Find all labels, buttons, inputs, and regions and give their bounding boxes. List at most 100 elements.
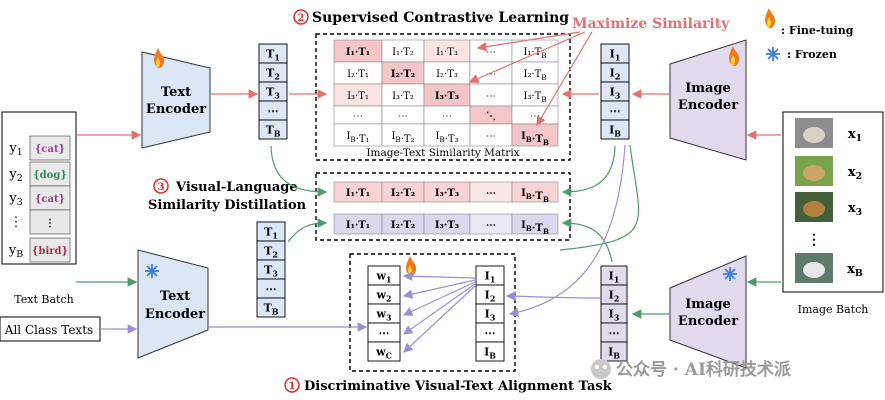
- image-vector-top-label: I3: [610, 86, 621, 101]
- matrix-cell-label: ⋯: [486, 69, 496, 80]
- matrix-cell-label: ⋯: [442, 111, 452, 122]
- feature-vectors: T1T2T3⋯TBI1I2I3⋯IBT1T2T3⋯TBw1w2w3⋯wCI1I2…: [256, 43, 630, 362]
- fire-icon: [406, 256, 417, 277]
- text-batch-symbol: yB: [8, 243, 23, 260]
- step1-title: 1 Discriminative Visual-Text Alignment T…: [284, 377, 613, 394]
- matrix-cell-label: IB·T₁: [346, 131, 369, 145]
- fire-icon: [765, 8, 776, 29]
- distill-cell: [511, 213, 559, 235]
- all-class-texts-label: All Class Texts: [4, 323, 93, 337]
- distill-cell-label: I₁·T₁: [346, 188, 370, 199]
- matrix-cell-label: ⋯: [486, 47, 496, 58]
- image-vector-top-label: IB: [609, 124, 621, 139]
- text-vector-top-label: T3: [266, 86, 280, 101]
- matrix-cell-label: I₃·TB: [523, 91, 546, 104]
- text-vector-top-label: T1: [266, 48, 280, 63]
- matrix-cell-label: I₃·T₂: [392, 91, 414, 102]
- distill-cell-label: I₂·T₂: [391, 220, 415, 231]
- text-vector-bottom-label: ⋯: [266, 283, 277, 296]
- batch-image-thumbnail: [795, 253, 833, 283]
- svg-text:Encoder: Encoder: [678, 98, 738, 113]
- all-class-texts-box: [0, 316, 101, 342]
- batch-image-thumbnail: [795, 118, 833, 148]
- text-batch-symbol: y1: [8, 141, 22, 158]
- distill-cell-label: ⋯: [486, 188, 496, 199]
- image-vector-bottom-label: I2: [609, 289, 620, 304]
- distill-cell-label: I₂·T₂: [391, 188, 415, 199]
- watermark-text: 公众号 · AI科研技术派: [616, 359, 792, 380]
- text-batch-symbol: ⋮: [10, 215, 23, 230]
- distill-cell-label: I₃·T₃: [435, 220, 459, 231]
- matrix-cell-label: I₁·T₂: [392, 47, 414, 58]
- image-vector-bottom-label: I1: [609, 270, 620, 285]
- svg-text:1: 1: [289, 381, 296, 392]
- matrix-cell-label: ⋯: [486, 91, 496, 102]
- matrix-cell-label: ⋱: [486, 111, 496, 122]
- text-vector-top-cell: [258, 119, 288, 140]
- text-vector-top-label: TB: [266, 124, 281, 139]
- text-batch-cell: [29, 185, 71, 211]
- class-weight-vector-label: ⋯: [379, 327, 390, 340]
- image-vector-top-label: I1: [610, 48, 621, 63]
- text-batch-cell: [29, 237, 71, 263]
- image-vector-bottom-label: ⋯: [609, 327, 620, 340]
- text-vector-bottom-cell: [256, 297, 286, 318]
- matrix-cell-label: ⋯: [486, 131, 496, 142]
- text-batch-caption: Text Batch: [14, 293, 73, 306]
- matrix-cell-label: I₂·T₃: [436, 69, 458, 80]
- step3-label-line2: Similarity Distillation: [148, 198, 307, 213]
- text-batch-label: ⋮: [45, 218, 55, 229]
- text-batch-label: {bird}: [32, 246, 68, 257]
- matrix-cell-label: I₂·TB: [523, 69, 546, 82]
- svg-text:3: 3: [158, 182, 165, 193]
- text-encoder-bottom: Text Encoder: [137, 249, 209, 359]
- alignment-box: [349, 253, 516, 372]
- step1-label: Discriminative Visual-Text Alignment Tas…: [304, 379, 613, 394]
- step3-title: 3 Visual-Language Similarity Distillatio…: [148, 178, 307, 213]
- text-batch-cell: [29, 209, 71, 235]
- fire-icon: [154, 48, 165, 69]
- text-vector-bottom-label: T3: [264, 264, 278, 279]
- image-vector-bottom-label: I3: [609, 308, 620, 323]
- text-batch-label: {dog}: [33, 170, 67, 181]
- svg-text:Image: Image: [685, 297, 731, 312]
- text-vector-bottom-label: T2: [264, 245, 278, 260]
- image-vector-bottom-label: IB: [608, 346, 620, 361]
- fire-icon: [729, 46, 740, 67]
- class-weight-vector-label: w1: [376, 270, 392, 285]
- distill-cell-label: IB·TB: [521, 188, 549, 204]
- text-batch-cell: [29, 161, 71, 187]
- image-feature-vector-label: I3: [485, 308, 496, 323]
- arrows: [76, 31, 781, 353]
- distillation-box: [315, 172, 571, 241]
- image-feature-vector-label: IB: [484, 346, 496, 361]
- snowflake-icon: [145, 264, 159, 278]
- matrix-cell-label: IB·TB: [521, 131, 549, 147]
- image-vector-bottom-cell: [600, 341, 628, 362]
- text-vector-bottom-label: TB: [264, 302, 279, 317]
- matrix-cell-label: I₂·T₂: [391, 69, 415, 80]
- svg-text:Encoder: Encoder: [678, 314, 738, 329]
- text-batch-symbol: y3: [8, 191, 22, 208]
- step2-label: Supervised Contrastive Learning: [312, 10, 569, 26]
- watermark: 公众号 · AI科研技术派: [591, 359, 792, 380]
- image-batch-caption: Image Batch: [798, 303, 869, 316]
- image-feature-vector-cell: [475, 341, 505, 362]
- text-batch: y1{cat}y2{dog}y3{cat}⋮⋮yB{bird}: [1, 111, 77, 265]
- matrix-cell-label: IB·T₂: [391, 131, 414, 145]
- image-vector-top-cell: [600, 119, 630, 140]
- svg-text:Encoder: Encoder: [146, 102, 206, 117]
- image-vector-top-label: I2: [610, 67, 621, 82]
- matrix-cell: [511, 123, 559, 147]
- image-vector-top-label: ⋯: [610, 105, 621, 118]
- image-batch-ellipsis: ⋮: [807, 232, 821, 248]
- image-encoder-top: Image Encoder: [669, 39, 747, 161]
- class-weight-vector-label: w3: [376, 308, 392, 323]
- matrix-cell-label: I₁·T₃: [436, 47, 458, 58]
- image-feature-vector-label: ⋯: [485, 327, 496, 340]
- matrix-cell-label: ⋯: [530, 111, 540, 122]
